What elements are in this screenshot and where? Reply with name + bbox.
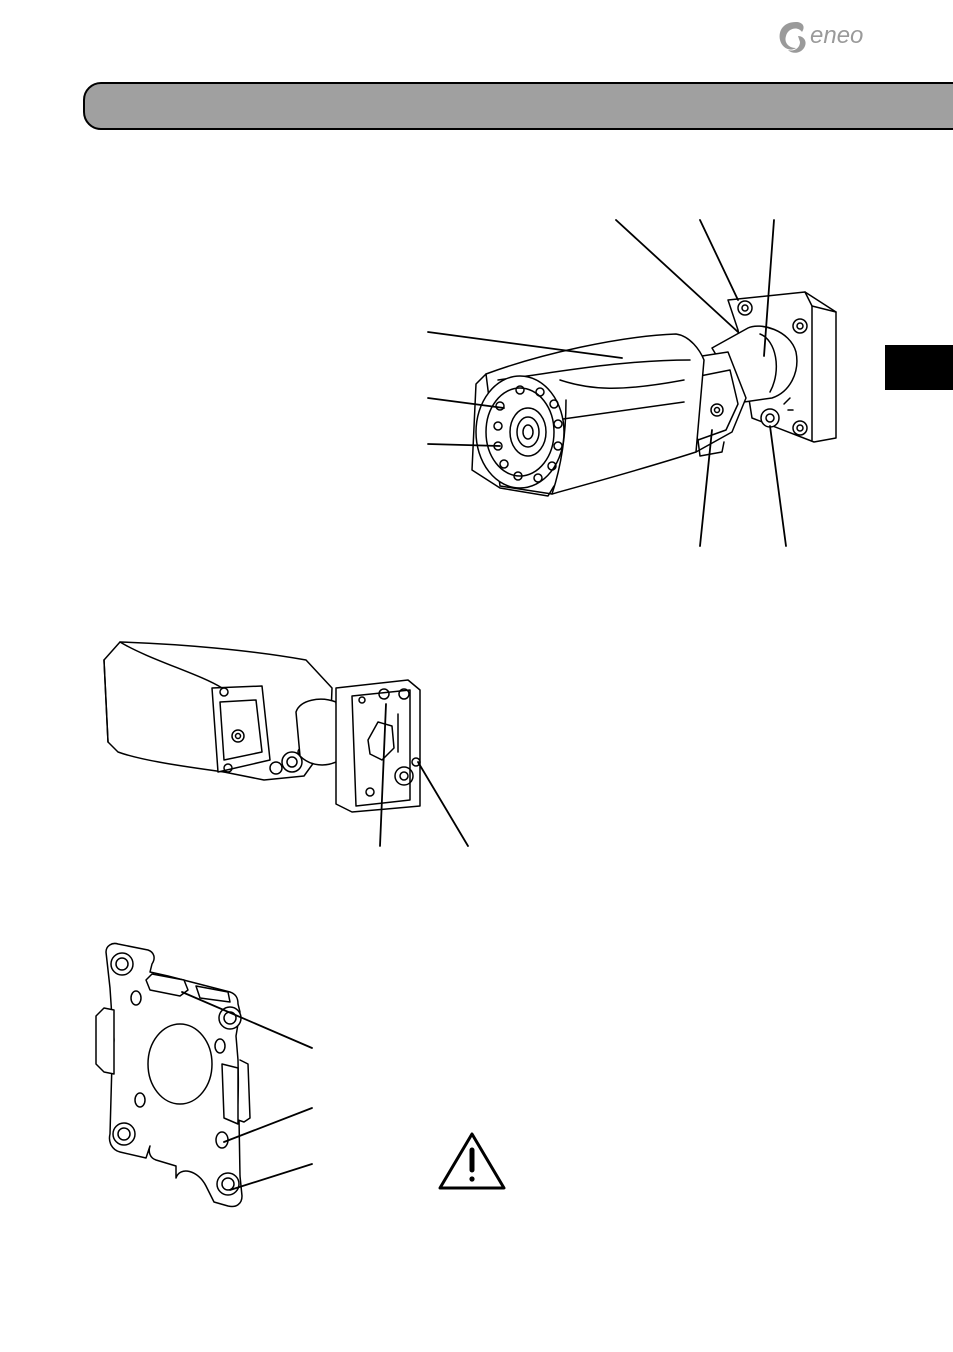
center-hole (147, 1023, 213, 1105)
callout-lines-plate (181, 991, 313, 1191)
junction-box (335, 679, 421, 813)
callout-lines-rear (379, 703, 469, 847)
adjust-screw (760, 408, 780, 428)
ir-leds (493, 385, 563, 483)
camera-front-view (427, 219, 837, 547)
section-header-bar (83, 82, 953, 130)
mounting-plate (95, 942, 313, 1208)
logo-text: eneo (810, 22, 864, 49)
top-clip (145, 973, 189, 997)
camera-rear-view (103, 641, 469, 847)
eneo-logo-mark-icon (779, 22, 806, 53)
chapter-side-tab (885, 345, 953, 390)
callout-lines-front (427, 219, 787, 547)
brand-logo: eneo (770, 18, 880, 58)
warning-triangle-icon (438, 1132, 506, 1190)
lens (509, 407, 547, 457)
